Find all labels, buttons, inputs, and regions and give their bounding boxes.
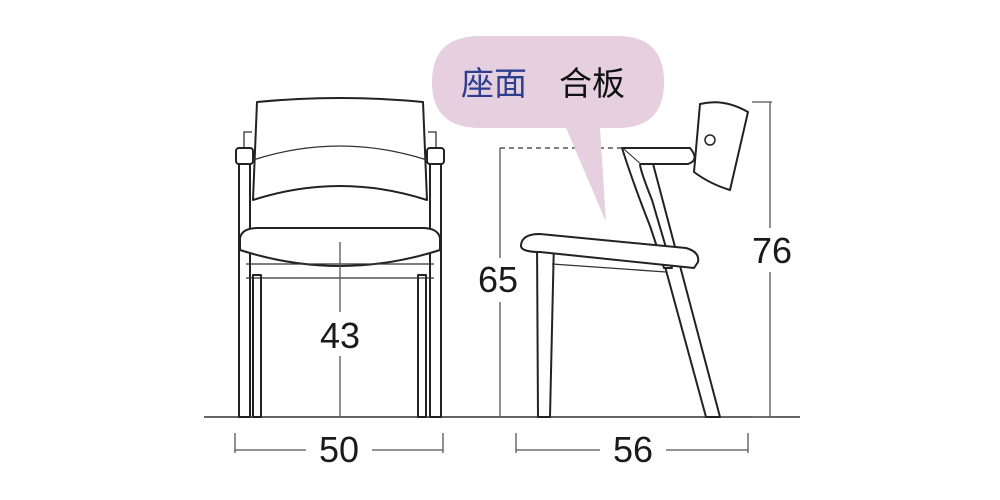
callout-material-value: 合板 [559, 64, 625, 103]
front-width-dimension [234, 433, 444, 453]
side-seat [519, 233, 700, 269]
callout-material-label: 座面 [461, 64, 527, 103]
right-arm-cap [426, 147, 445, 165]
side-depth-dimension [515, 433, 749, 453]
front-seat-height-label: 43 [320, 315, 360, 356]
left-arm-cap [235, 147, 254, 165]
front-inner-leg-right [417, 274, 427, 418]
front-backrest [252, 97, 428, 201]
front-view-chair [235, 97, 445, 418]
front-width-label: 50 [319, 429, 359, 470]
side-arm-height-label: 65 [478, 259, 518, 300]
material-callout: 座面 合板 [432, 36, 664, 222]
side-backrest-bolt-icon [704, 134, 716, 146]
side-front-leg [536, 239, 555, 418]
side-total-height-label: 76 [752, 230, 792, 271]
side-backrest [693, 101, 749, 191]
left-arm-top [243, 131, 252, 148]
side-seat-rail [551, 263, 667, 273]
right-arm-post [429, 161, 442, 418]
side-depth-label: 56 [613, 429, 653, 470]
front-backrest-edge [252, 145, 428, 161]
callout-bubble [432, 36, 664, 222]
front-inner-leg-left [252, 274, 262, 418]
left-arm-post [238, 161, 251, 418]
side-view-chair [519, 101, 749, 418]
right-arm-top [428, 131, 437, 148]
side-total-height-dimension [752, 101, 772, 418]
